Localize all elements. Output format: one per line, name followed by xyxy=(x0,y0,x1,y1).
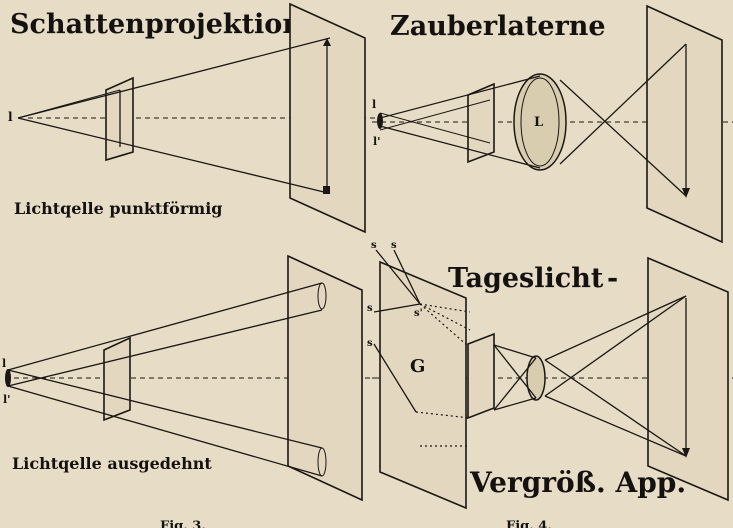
ray xyxy=(17,89,121,119)
ray xyxy=(544,295,687,361)
projection-screen xyxy=(647,256,729,502)
ray xyxy=(7,385,323,477)
source-label: l xyxy=(372,98,376,111)
daylight-ray xyxy=(393,249,421,305)
light-source xyxy=(5,369,11,387)
source-label: l xyxy=(2,357,6,370)
fig-3-caption: Fig. 3. xyxy=(160,519,206,528)
negative-plate xyxy=(467,332,495,420)
arrow-head xyxy=(682,448,690,458)
title-magic-lantern: Zauberlaterne xyxy=(390,11,606,42)
scatter-ray xyxy=(415,411,471,419)
penumbra xyxy=(317,282,327,310)
caption-point-source: Lichtqelle punktförmig xyxy=(14,199,222,218)
panel-shadow-projection: Schattenprojektion l Lichtqelle punktför… xyxy=(8,2,380,234)
source-label: l xyxy=(8,110,13,124)
label-enlarging-apparatus: Vergröß. App. xyxy=(469,466,686,499)
panel-extended-source: l l' Lichtqelle ausgedehnt xyxy=(2,254,380,502)
caption-extended-source: Lichtqelle ausgedehnt xyxy=(12,454,212,473)
ray xyxy=(493,397,537,411)
lens-rim xyxy=(520,77,560,167)
projection-screen xyxy=(287,254,363,502)
slide-plate xyxy=(103,336,131,422)
ray xyxy=(7,369,323,449)
ray xyxy=(559,43,687,165)
ray xyxy=(379,75,541,119)
s-prime-label: s' xyxy=(414,308,423,319)
ray xyxy=(7,309,323,387)
title-daylight: Tageslicht xyxy=(448,263,604,294)
daylight-ray xyxy=(375,249,421,305)
ray xyxy=(17,37,331,119)
ray xyxy=(379,99,491,131)
fig-4-caption: Fig. 4. xyxy=(506,519,552,528)
s-label: s xyxy=(367,303,373,314)
title-daylight-mark: - xyxy=(607,263,618,294)
scatter-ray xyxy=(419,303,471,331)
panel-magic-lantern: Zauberlaterne L l l' xyxy=(372,4,733,244)
ray xyxy=(493,357,537,411)
ray xyxy=(544,359,687,457)
ray xyxy=(493,344,537,359)
scatter-ray xyxy=(419,303,469,347)
shadow-base xyxy=(323,186,330,194)
enlarger-lens xyxy=(526,355,546,401)
ray xyxy=(493,344,537,399)
ray xyxy=(379,125,541,169)
ray xyxy=(7,282,323,371)
scatter-ray xyxy=(419,303,471,313)
s-label: s xyxy=(371,240,377,251)
ray xyxy=(544,395,687,457)
glass-letter: G xyxy=(410,356,425,377)
ray xyxy=(379,112,491,144)
ray xyxy=(559,79,687,197)
ground-glass xyxy=(379,260,467,510)
source-image-label: l' xyxy=(3,393,11,406)
ray xyxy=(17,117,329,194)
lens-letter: L xyxy=(534,115,543,130)
ray xyxy=(544,295,687,397)
projection-screen xyxy=(646,4,723,244)
title-shadow-projection: Schattenprojektion xyxy=(10,9,302,40)
s-label: s xyxy=(367,338,373,349)
penumbra xyxy=(317,447,327,477)
s-label: s xyxy=(391,240,397,251)
arrow-head xyxy=(323,38,331,46)
arrow-head xyxy=(682,188,690,198)
daylight-ray xyxy=(373,303,421,313)
daylight-ray xyxy=(373,343,417,413)
source-image-label: l' xyxy=(373,135,381,148)
panel-enlarging-apparatus: Tageslicht - G s s s xyxy=(367,240,733,510)
lens xyxy=(513,73,567,171)
